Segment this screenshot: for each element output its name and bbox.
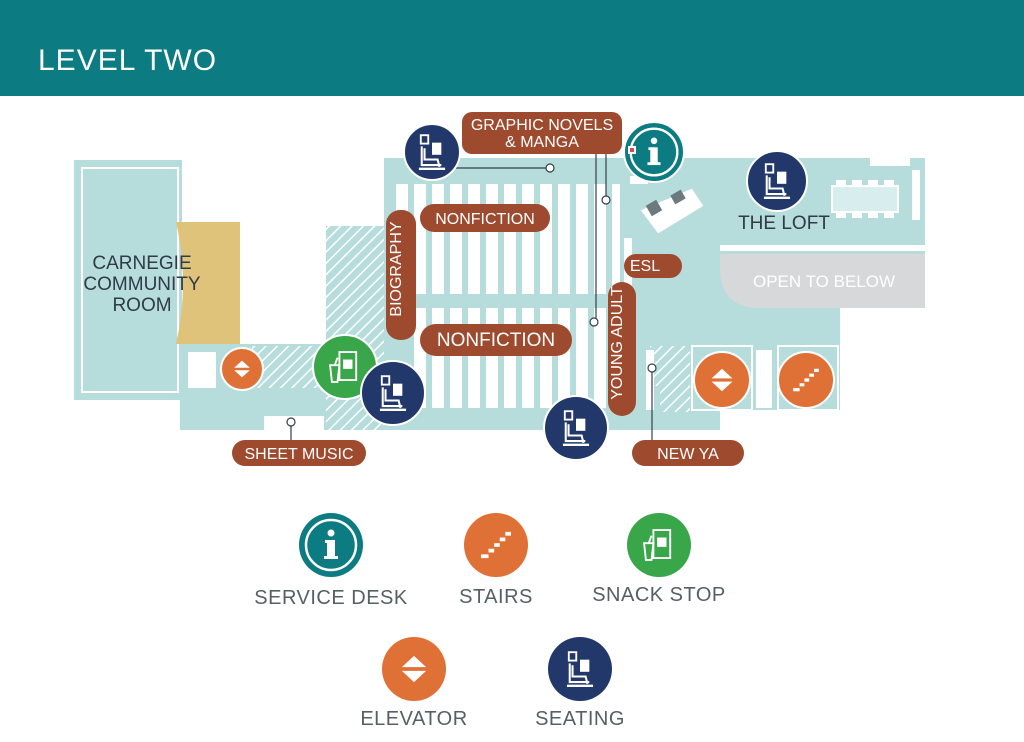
svg-text:NONFICTION: NONFICTION: [437, 330, 555, 351]
seating-icon: [360, 360, 426, 426]
leader-lines: [286, 150, 657, 440]
label-nonfiction-main: NONFICTION: [420, 324, 572, 356]
svg-text:ESL: ESL: [630, 258, 660, 275]
info-icon: [623, 121, 685, 183]
seating-icon: [543, 395, 609, 461]
label-sheet-music: SHEET MUSIC: [232, 440, 366, 466]
legend-service-desk: SERVICE DESK: [254, 513, 408, 609]
carnegie-room: CARNEGIE COMMUNITY ROOM: [74, 160, 240, 400]
legend-elevator: ELEVATOR: [360, 637, 467, 730]
label-graphic-novels: GRAPHIC NOVELS & MANGA: [462, 112, 622, 154]
carnegie-stage: [176, 222, 240, 344]
seating-icon: [746, 150, 808, 212]
legend-elevator-label: ELEVATOR: [360, 708, 467, 730]
svg-text:GRAPHIC NOVELS: GRAPHIC NOVELS: [471, 117, 613, 134]
svg-text:NONFICTION: NONFICTION: [435, 211, 535, 228]
floor-map: CARNEGIE COMMUNITY ROOM: [74, 112, 925, 730]
open-to-below-label: OPEN TO BELOW: [753, 272, 895, 291]
carnegie-label-line2: COMMUNITY: [83, 274, 200, 295]
label-new-ya: NEW YA: [632, 440, 744, 466]
header-bar: LEVEL TWO: [0, 0, 1024, 96]
carnegie-label-line3: ROOM: [112, 295, 171, 316]
legend-snack-stop-label: SNACK STOP: [592, 584, 726, 606]
elevator-icon: [220, 347, 264, 391]
svg-text:BIOGRAPHY: BIOGRAPHY: [388, 221, 405, 316]
legend-stairs-label: STAIRS: [459, 586, 533, 608]
svg-text:YOUNG ADULT: YOUNG ADULT: [609, 286, 626, 400]
legend-stairs: STAIRS: [459, 513, 533, 608]
label-biography: BIOGRAPHY: [386, 210, 416, 340]
page-title: LEVEL TWO: [38, 44, 218, 77]
the-loft: THE LOFT: [720, 158, 925, 251]
svg-text:& MANGA: & MANGA: [505, 134, 579, 151]
service-desk-area: [630, 176, 705, 235]
stairs-icon: [777, 351, 835, 409]
svg-text:SHEET MUSIC: SHEET MUSIC: [244, 446, 353, 463]
label-nonfiction-top: NONFICTION: [420, 204, 550, 232]
svg-text:NEW YA: NEW YA: [657, 446, 719, 463]
label-young-adult: YOUNG ADULT: [608, 282, 636, 416]
seating-icon: [403, 123, 461, 181]
carnegie-label-line1: CARNEGIE: [92, 253, 191, 274]
label-esl: ESL: [624, 254, 682, 278]
the-loft-label: THE LOFT: [738, 213, 830, 234]
legend-service-desk-label: SERVICE DESK: [254, 587, 408, 609]
open-to-below: OPEN TO BELOW: [720, 254, 925, 308]
legend: SERVICE DESK STAIRS SNACK STOP ELEVATOR …: [254, 513, 726, 730]
legend-snack-stop: SNACK STOP: [592, 513, 726, 606]
legend-seating-label: SEATING: [535, 708, 625, 730]
elevator-icon: [693, 351, 751, 409]
legend-seating: SEATING: [535, 637, 625, 730]
